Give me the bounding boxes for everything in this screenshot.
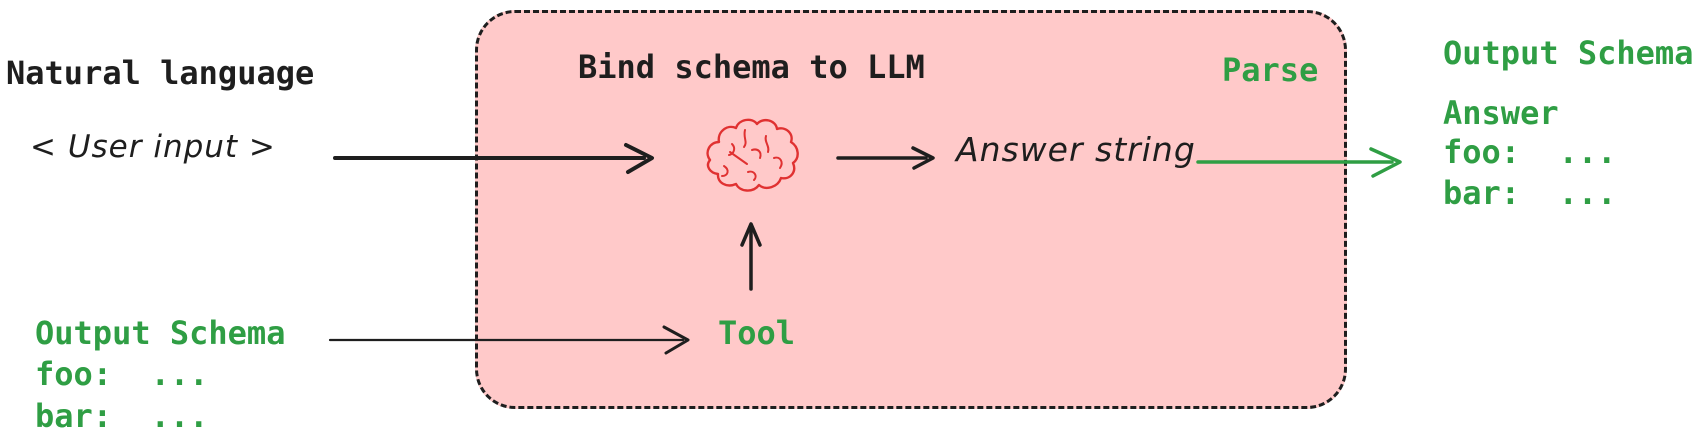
- input-schema-bar: bar: ...: [35, 397, 209, 435]
- output-foo: foo: ...: [1443, 133, 1617, 171]
- natural-language-title: Natural language: [6, 54, 315, 92]
- output-bar: bar: ...: [1443, 174, 1617, 212]
- output-schema-title: Output Schema: [1443, 34, 1694, 72]
- bind-schema-title: Bind schema to LLM: [578, 48, 925, 86]
- answer-string-label: Answer string: [956, 130, 1196, 169]
- tool-label: Tool: [718, 314, 796, 352]
- input-schema-foo: foo: ...: [35, 355, 209, 393]
- parse-label: Parse: [1222, 51, 1319, 89]
- output-answer-label: Answer: [1443, 94, 1559, 132]
- user-input-label: < User input >: [30, 129, 276, 165]
- input-schema-title: Output Schema: [35, 314, 286, 352]
- llm-binding-box: [475, 10, 1347, 409]
